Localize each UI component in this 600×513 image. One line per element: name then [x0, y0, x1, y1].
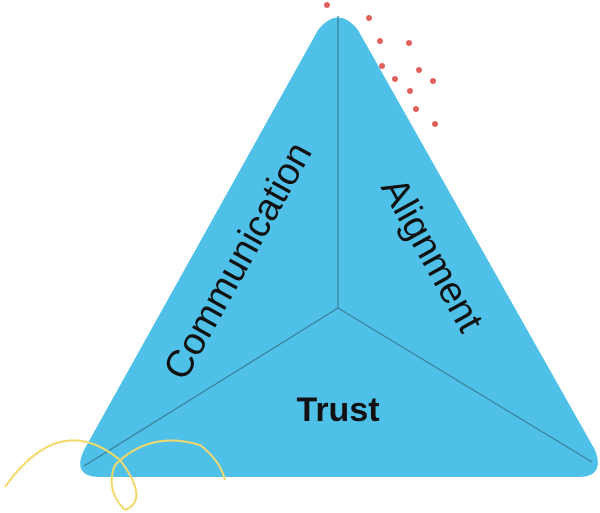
divider-lines: [83, 16, 593, 467]
decorative-dots: [324, 2, 438, 127]
triangle-shape: [80, 17, 598, 477]
section-label-trust: Trust: [296, 391, 379, 429]
decorative-swirl: [4, 439, 226, 511]
